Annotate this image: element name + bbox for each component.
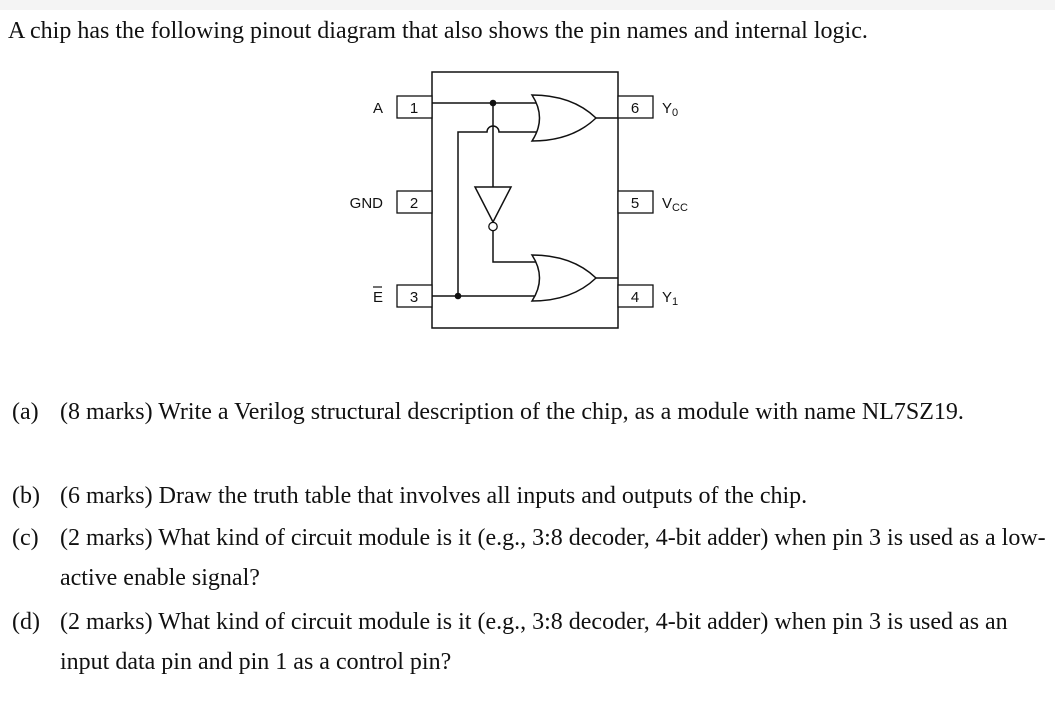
pin-4: 4 Y1 — [617, 284, 678, 308]
pin-2: 2 GND — [350, 190, 433, 214]
svg-text:Y1: Y1 — [662, 289, 678, 308]
intro-text: A chip has the following pinout diagram … — [8, 18, 868, 44]
question-b-text: (6 marks) Draw the truth table that invo… — [60, 483, 808, 509]
question-b-label: (b) — [12, 483, 40, 509]
svg-text:VCC: VCC — [662, 195, 688, 214]
pin-2-name: GND — [350, 195, 384, 212]
chip-body — [431, 71, 619, 329]
top-strip — [0, 0, 1055, 10]
pin-4-number: 4 — [631, 289, 639, 306]
pin-5-number: 5 — [631, 195, 639, 212]
pin-6-name: Y — [662, 100, 672, 117]
or-gate-upper — [530, 94, 598, 142]
question-c: (c) (2 marks) What kind of circuit modul… — [12, 518, 1048, 598]
question-c-text: (2 marks) What kind of circuit module is… — [60, 525, 1046, 591]
or-gate-lower — [530, 254, 598, 302]
question-c-label: (c) — [12, 525, 39, 551]
pin-3-number: 3 — [410, 289, 418, 306]
junction-dot-e — [454, 292, 462, 300]
junction-dot-a — [489, 99, 497, 107]
pin-5-name-sub: CC — [672, 202, 688, 214]
svg-text:Y0: Y0 — [662, 100, 678, 119]
pin-6: 6 Y0 — [617, 95, 678, 119]
question-b: (b) (6 marks) Draw the truth table that … — [12, 476, 1048, 516]
pin-5-name: V — [662, 195, 672, 212]
question-a-text: (8 marks) Write a Verilog structural des… — [60, 399, 964, 425]
pinout-diagram: 1 A 2 GND 3 E 6 Y0 5 VCC 4 Y1 — [350, 71, 688, 329]
pin-4-name-sub: 1 — [672, 296, 678, 308]
inverter-bubble — [488, 221, 498, 232]
pin-6-name-sub: 0 — [672, 107, 678, 119]
question-a-label: (a) — [12, 399, 39, 425]
question-d-label: (d) — [12, 609, 40, 635]
pin-1-number: 1 — [410, 100, 418, 117]
pin-6-number: 6 — [631, 100, 639, 117]
internal-wiring — [432, 102, 618, 297]
question-d: (d) (2 marks) What kind of circuit modul… — [12, 602, 1048, 682]
question-d-text: (2 marks) What kind of circuit module is… — [60, 609, 1008, 675]
pin-3-name: E — [373, 289, 383, 306]
pin-3: 3 E — [373, 284, 433, 308]
pin-1-name: A — [373, 100, 383, 117]
pin-1: 1 A — [373, 95, 433, 119]
pin-2-number: 2 — [410, 195, 418, 212]
question-a: (a) (8 marks) Write a Verilog structural… — [12, 392, 1048, 432]
inverter-gate — [473, 186, 513, 224]
pin-5: 5 VCC — [617, 190, 688, 214]
pin-4-name: Y — [662, 289, 672, 306]
